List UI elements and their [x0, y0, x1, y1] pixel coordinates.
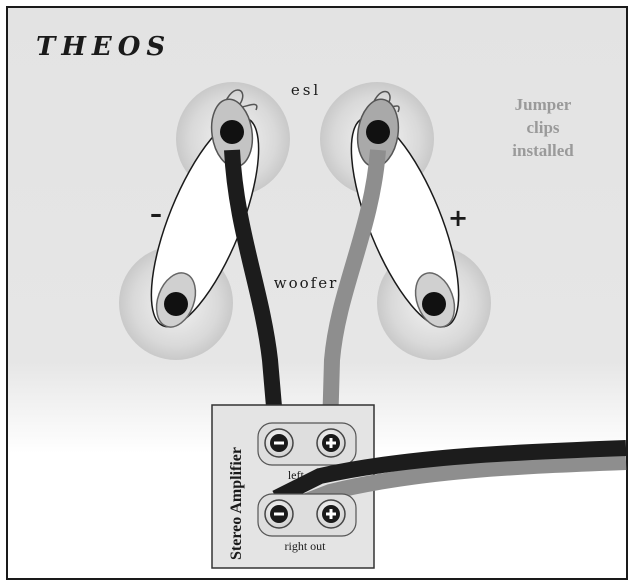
- minus-symbol-icon: [274, 512, 284, 516]
- nut-woofer-positive: [422, 292, 446, 316]
- minus-symbol-icon: [274, 441, 284, 445]
- amplifier-title: Stereo Amplifier: [228, 447, 245, 560]
- esl-label: esl: [291, 81, 321, 99]
- plus-symbol-icon-v: [329, 509, 333, 519]
- note-line-2: clips: [526, 118, 559, 137]
- plus-sign: +: [448, 204, 468, 232]
- note-line-3: installed: [512, 141, 574, 160]
- nut-woofer-negative: [164, 292, 188, 316]
- right-negative-cable: [272, 440, 627, 506]
- left-positive-cable: [322, 149, 386, 431]
- left-negative-cable: [224, 149, 284, 431]
- plus-symbol-icon-v: [329, 438, 333, 448]
- note-line-1: Jumper: [515, 95, 572, 114]
- brand-logo: THEOS: [36, 32, 171, 62]
- right-out-label: right out: [285, 539, 327, 553]
- right-positive-cable: [281, 454, 627, 518]
- nut-esl-positive: [366, 120, 390, 144]
- woofer-label: woofer: [274, 274, 339, 292]
- nut-esl-negative: [220, 120, 244, 144]
- minus-sign: –: [150, 200, 162, 228]
